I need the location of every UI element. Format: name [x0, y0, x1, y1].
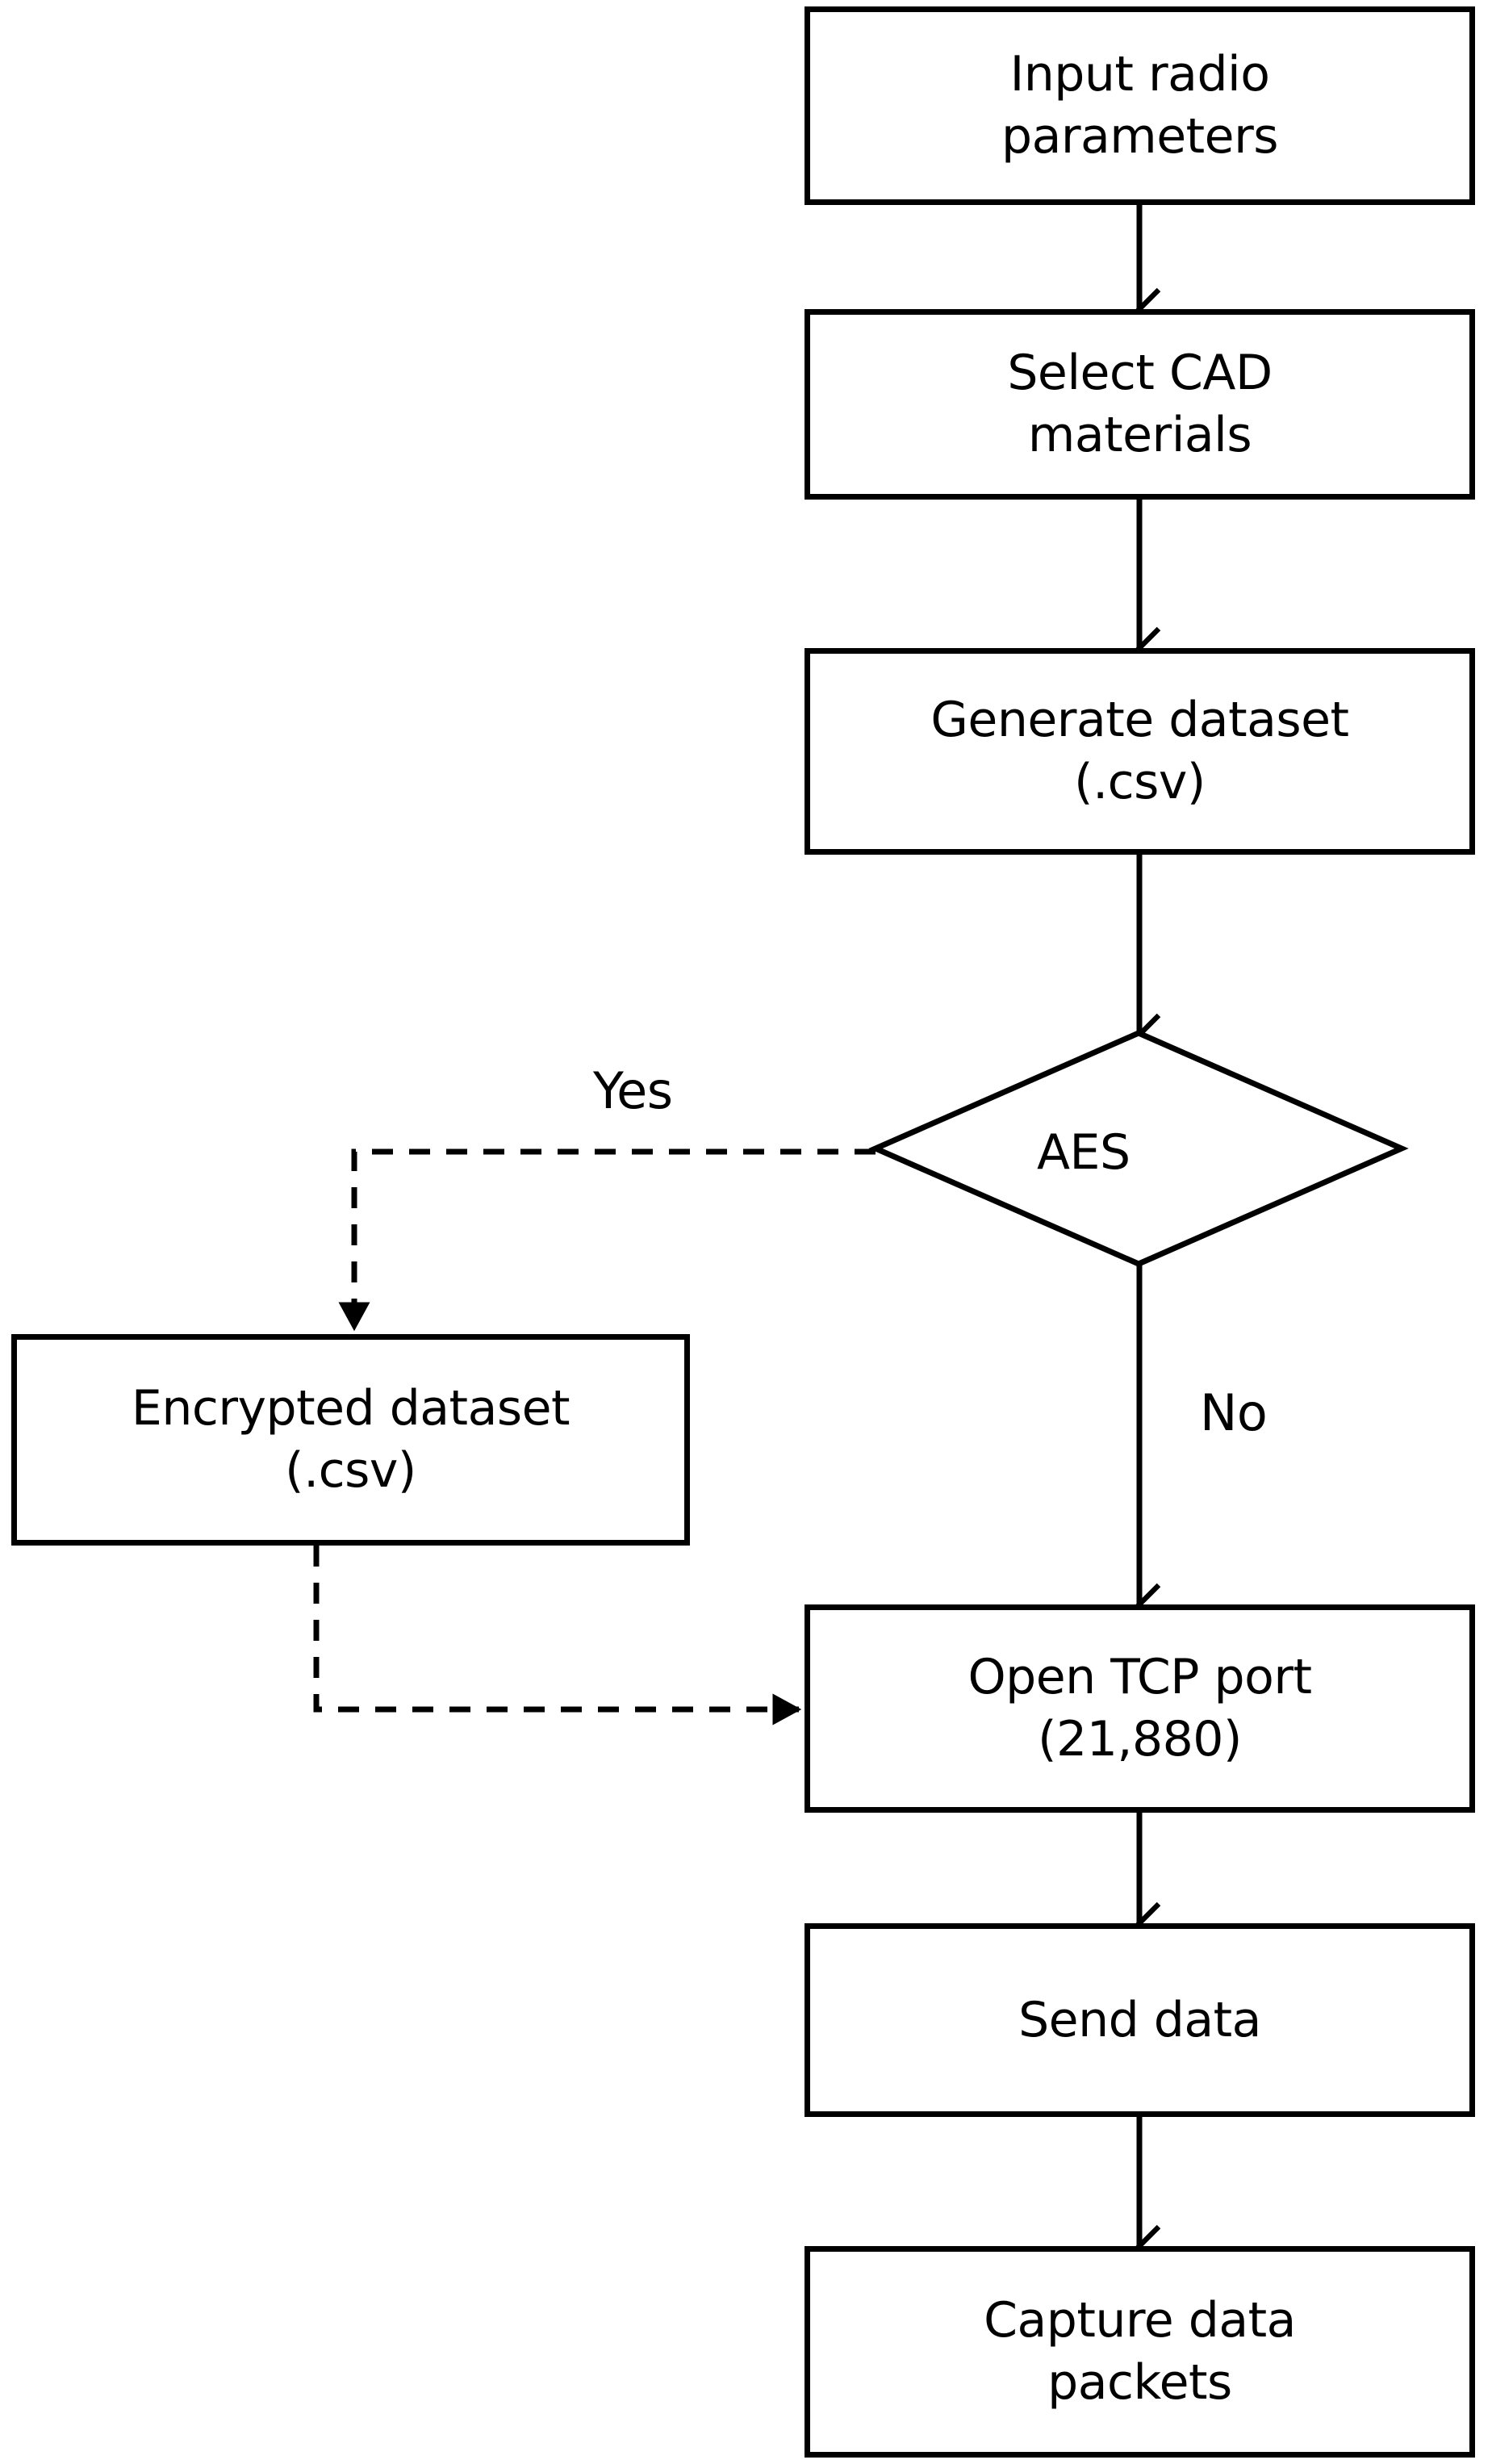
node-label: Select CAD materials	[1007, 345, 1273, 463]
node-select-cad-materials[interactable]: Select CAD materials	[805, 309, 1475, 500]
node-label: Open TCP port (21,880)	[968, 1649, 1312, 1767]
edge-label-yes: Yes	[593, 1061, 673, 1120]
node-label: Send data	[1018, 1991, 1261, 2048]
node-label: Capture data packets	[984, 2292, 1296, 2411]
aes-decision-label: AES	[1037, 1124, 1130, 1181]
node-label: Encrypted dataset (.csv)	[131, 1380, 570, 1499]
connector-encrypted-to-tcp	[313, 1546, 802, 1726]
node-open-tcp-port[interactable]: Open TCP port (21,880)	[805, 1604, 1475, 1813]
node-input-radio-parameters[interactable]: Input radio parameters	[805, 6, 1475, 205]
node-capture-data-packets[interactable]: Capture data packets	[805, 2246, 1475, 2458]
node-label: Input radio parameters	[1001, 46, 1279, 165]
node-label: Generate dataset (.csv)	[930, 692, 1349, 810]
node-encrypted-dataset[interactable]: Encrypted dataset (.csv)	[11, 1334, 690, 1546]
node-generate-dataset[interactable]: Generate dataset (.csv)	[805, 648, 1475, 855]
connector-aes-yes-to-encrypted	[338, 1148, 876, 1332]
edge-label-no: No	[1200, 1383, 1268, 1442]
aes-decision-diamond[interactable]	[868, 1030, 1409, 1267]
node-send-data[interactable]: Send data	[805, 1923, 1475, 2117]
